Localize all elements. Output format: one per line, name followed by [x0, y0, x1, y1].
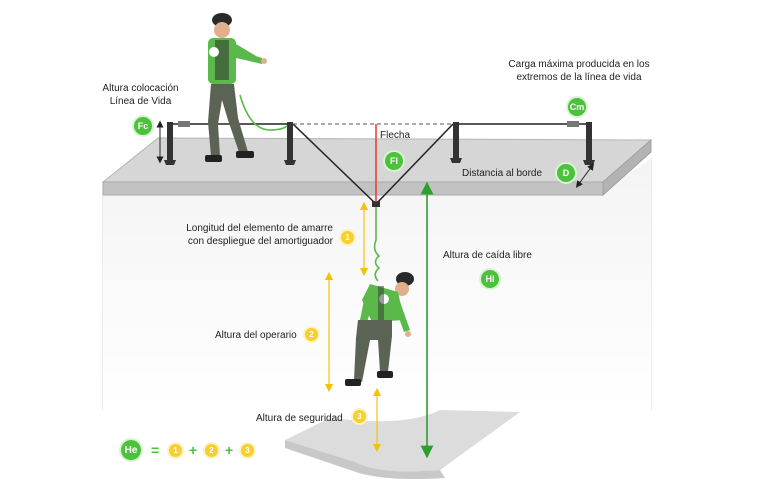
fc-badge: Fc — [134, 117, 152, 135]
hl-badge: Hl — [481, 270, 499, 288]
lanyard-length-label: Longitud del elemento de amarre con desp… — [186, 223, 333, 247]
lifeline-shock-point — [372, 201, 380, 207]
he-formula: He = 1 + 2 + 3 — [121, 440, 261, 462]
anchor-post-2 — [284, 122, 296, 165]
safety-height-label: Altura de seguridad — [256, 413, 343, 424]
edge-distance-arrow — [575, 163, 595, 188]
roof-side-edge — [602, 138, 652, 197]
cm-badge: Cm — [568, 98, 586, 116]
top-worker-lanyard — [239, 94, 288, 131]
he-badge: He — [121, 440, 141, 460]
ground-slab-edge — [285, 440, 445, 479]
falling-worker-lanyard — [373, 207, 381, 282]
fl-badge: Fl — [385, 152, 403, 170]
formula-term-1: 1 — [169, 444, 182, 457]
free-fall-height-label: Altura de caída libre — [443, 250, 532, 261]
falling-worker-figure — [345, 272, 414, 386]
d-badge: D — [557, 164, 575, 182]
anchor-post-3 — [450, 122, 462, 163]
badge-three: 3 — [353, 410, 366, 423]
tensioner-right — [567, 121, 579, 127]
formula-plus-2: + — [225, 442, 234, 458]
badge-two: 2 — [305, 328, 318, 341]
roof-front-edge — [102, 181, 604, 196]
flecha-label: Flecha — [380, 130, 411, 141]
formula-term-3: 3 — [241, 444, 254, 457]
ground-slab — [285, 410, 520, 472]
anchor-post-1 — [164, 122, 176, 165]
edge-distance-label: Distancia al borde — [462, 168, 543, 179]
tensioner-left — [178, 121, 190, 127]
formula-equals: = — [151, 442, 160, 458]
formula-plus-1: + — [189, 442, 198, 458]
badge-one: 1 — [341, 231, 354, 244]
max-load-label: Carga máxima producida en los extremos d… — [508, 59, 650, 83]
operator-height-label: Altura del operario — [215, 330, 297, 341]
formula-term-2: 2 — [205, 444, 218, 457]
placement-height-label: Altura colocación Línea de Vida — [102, 83, 179, 107]
building-wall — [103, 158, 651, 410]
standing-worker-figure — [205, 13, 267, 162]
